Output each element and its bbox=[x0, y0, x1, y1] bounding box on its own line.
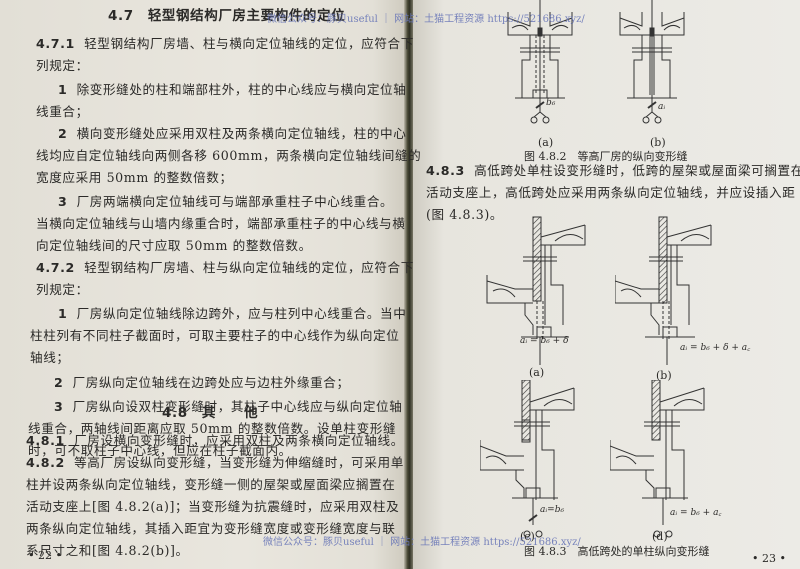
right-page bbox=[413, 0, 800, 569]
text-line: 列规定： bbox=[36, 282, 89, 297]
text-line: 列规定： bbox=[36, 58, 89, 73]
clause-number: 4.7.2 bbox=[36, 260, 75, 275]
clause-4-7-2: 4.7.2 轻型钢结构厂房墙、柱与纵向定位轴线的定位，应符合下 bbox=[36, 257, 414, 279]
figure-4-8-3-d bbox=[610, 380, 730, 540]
clause-text: 轻型钢结构厂房墙、柱与横向定位轴线的定位，应符合下 bbox=[84, 36, 414, 51]
text-line: 向定位轴线间的尺寸应取 50mm 的整数倍数。 bbox=[36, 238, 312, 253]
clause-number: 4.7.1 bbox=[36, 36, 75, 51]
formula-d: aᵢ = b₆ + a꜀ bbox=[670, 508, 722, 518]
figure-4-8-2-a bbox=[500, 0, 580, 125]
clause-4-7-1: 4.7.1 轻型钢结构厂房墙、柱与横向定位轴线的定位，应符合下 bbox=[36, 33, 414, 55]
book-gutter bbox=[404, 0, 414, 569]
formula-a: aᵢ = b₆ + δ bbox=[520, 336, 569, 346]
formula-b: aᵢ = b₆ + δ + a꜀ bbox=[680, 343, 751, 353]
clause-number: 4.8.2 bbox=[26, 455, 65, 470]
item-number: 2 bbox=[54, 375, 64, 390]
text-line: 轴线； bbox=[30, 350, 70, 365]
clause-text: 厂房设横向变形缝时，应采用双柱及两条横向定位轴线。 bbox=[74, 433, 404, 448]
symbol-b6: b₆ bbox=[546, 98, 556, 108]
item-text: 厂房两端横向定位轴线可与端部承重柱子中心线重合。 bbox=[76, 194, 394, 209]
text-line: 活动支座上，高低跨处应采用两条纵向定位轴线，并应设插入距 bbox=[426, 185, 796, 200]
subfigure-label-a: (a) bbox=[529, 366, 545, 379]
watermark-top: 微信公众号：豚贝useful ｜ 网站：土猫工程资源 https://52168… bbox=[267, 14, 585, 25]
clause-4-8-2: 4.8.2 等高厂房设纵向变形缝，当变形缝为伸缩缝时，可采用单 bbox=[26, 452, 404, 474]
item-text: 除变形缝处的柱和端部柱外，柱的中心线应与横向定位轴 bbox=[76, 82, 407, 97]
item-2: 2 厂房纵向定位轴线在边跨处应与边柱外缘重合； bbox=[54, 372, 350, 394]
item-text: 厂房纵向定位轴线在边跨处应与边柱外缘重合； bbox=[72, 375, 350, 390]
text-line: 当横向定位轴线与山墙内缘重合时，端部承重柱子的中心线与横 bbox=[36, 216, 406, 231]
text-line: 线重合； bbox=[36, 104, 89, 119]
clause-number: 4.8.3 bbox=[426, 163, 465, 178]
left-page bbox=[0, 0, 405, 569]
figure-4-8-2-b bbox=[612, 0, 692, 125]
text-line: 柱并设两条纵向定位轴线，变形缝一侧的屋架或屋面梁应搁置在 bbox=[26, 477, 396, 492]
text-line: 时，可不取柱子中心线，但应在柱子截面内。 bbox=[28, 443, 292, 458]
item-text: 横向变形缝处应采用双柱及两条横向定位轴线，柱的中心 bbox=[76, 126, 407, 141]
clause-4-8-3: 4.8.3 高低跨处单柱设变形缝时，低跨的屋架或屋面梁可搁置在 bbox=[426, 160, 800, 182]
figure-4-8-3-b bbox=[615, 215, 735, 365]
item-1: 1 除变形缝处的柱和端部柱外，柱的中心线应与横向定位轴 bbox=[58, 79, 406, 101]
item-number: 2 bbox=[58, 126, 68, 141]
figure-caption-4-8-2: 图 4.8.2 等高厂房的纵向变形缝 bbox=[524, 150, 688, 163]
text-line: 活动支座上[图 4.8.2(a)]；当变形缝为抗震缝时，应采用双柱及 bbox=[26, 499, 400, 514]
page-number-right: • 23 • bbox=[752, 552, 786, 565]
text-line: 宽度应采用 50mm 的整数倍数； bbox=[36, 170, 233, 185]
item-number: 1 bbox=[58, 306, 68, 321]
text-line: 线均应自定位轴线向两侧各移 600mm，两条横向定位轴线间缝的 bbox=[36, 148, 422, 163]
item-text: 厂房纵向定位轴线除边跨外，应与柱列中心线重合。当中 bbox=[76, 306, 407, 321]
subfigure-label-b: (b) bbox=[656, 369, 672, 382]
item-3: 3 厂房纵向设双柱变形缝时，其柱子中心线应与纵向定位轴 bbox=[54, 396, 402, 418]
clause-text: 轻型钢结构厂房墙、柱与纵向定位轴线的定位，应符合下 bbox=[84, 260, 414, 275]
text-line: 线重合，两轴线间距离应取 50mm 的整数倍数。设单柱变形缝 bbox=[28, 421, 397, 436]
item-3: 3 厂房两端横向定位轴线可与端部承重柱子中心线重合。 bbox=[58, 191, 393, 213]
item-number: 3 bbox=[58, 194, 68, 209]
clause-number: 4.8.1 bbox=[26, 433, 65, 448]
item-number: 3 bbox=[54, 399, 64, 414]
section-title-4-8: 4.8 其 他 bbox=[162, 405, 259, 421]
item-number: 1 bbox=[58, 82, 68, 97]
figure-caption-4-8-3: 图 4.8.3 高低跨处的单柱纵向变形缝 bbox=[524, 545, 710, 558]
subfigure-label-b: (b) bbox=[650, 136, 666, 149]
symbol-ai: aᵢ bbox=[658, 102, 666, 112]
item-2: 2 横向变形缝处应采用双柱及两条横向定位轴线，柱的中心 bbox=[58, 123, 406, 145]
figure-4-8-3-a bbox=[485, 215, 605, 365]
text-line: 系尺寸之和[图 4.8.2(b)]。 bbox=[26, 543, 189, 558]
formula-c: aᵢ=b₆ bbox=[540, 505, 565, 515]
subfigure-label-c: (c) bbox=[520, 530, 535, 543]
text-line: 柱柱列有不同柱子截面时，可取主要柱子的中心线作为纵向定位 bbox=[30, 328, 400, 343]
item-1: 1 厂房纵向定位轴线除边跨外，应与柱列中心线重合。当中 bbox=[58, 303, 406, 325]
text-line: (图 4.8.3)。 bbox=[426, 207, 504, 222]
item-text: 厂房纵向设双柱变形缝时，其柱子中心线应与纵向定位轴 bbox=[72, 399, 403, 414]
section-title-4-7: 4.7 轻型钢结构厂房主要构件的定位 bbox=[108, 8, 346, 24]
clause-4-8-1: 4.8.1 厂房设横向变形缝时，应采用双柱及两条横向定位轴线。 bbox=[26, 430, 404, 452]
figure-4-8-3-c bbox=[480, 380, 600, 540]
subfigure-label-a: (a) bbox=[538, 136, 554, 149]
watermark-bottom: 微信公众号：豚贝useful ｜ 网站：土猫工程资源 https://52168… bbox=[263, 537, 581, 548]
text-line: 两条纵向定位轴线，其插入距宜为变形缝宽度或变形缝宽度与联 bbox=[26, 521, 396, 536]
page-number-left: • 22 • bbox=[28, 549, 62, 562]
subfigure-label-d: (d) bbox=[652, 530, 668, 543]
clause-text: 高低跨处单柱设变形缝时，低跨的屋架或屋面梁可搁置在 bbox=[474, 163, 800, 178]
clause-text: 等高厂房设纵向变形缝，当变形缝为伸缩缝时，可采用单 bbox=[74, 455, 404, 470]
